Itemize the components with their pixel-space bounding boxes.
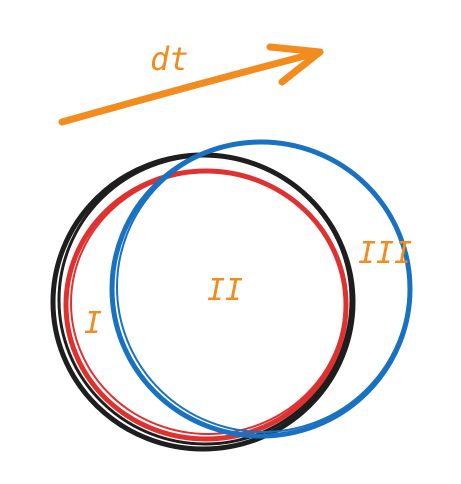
blue-circle: [109, 139, 413, 439]
red-circle: [63, 168, 349, 442]
black-circle: [50, 152, 356, 452]
red-circle-stroke-2: [70, 171, 346, 435]
region-label-middle: II: [207, 273, 243, 308]
region-label-left: I: [84, 306, 102, 341]
red-circle-stroke-1: [63, 168, 349, 442]
dt-arrow: [58, 43, 324, 126]
region-label-right: III: [358, 236, 412, 271]
dt-label: dt: [150, 40, 189, 78]
black-circle-stroke-2: [57, 154, 353, 446]
blue-circle-stroke-2: [116, 141, 410, 433]
dt-arrow-shaft: [58, 48, 324, 126]
blue-circle-stroke-1: [109, 139, 413, 439]
dt-arrow-head: [266, 43, 324, 86]
